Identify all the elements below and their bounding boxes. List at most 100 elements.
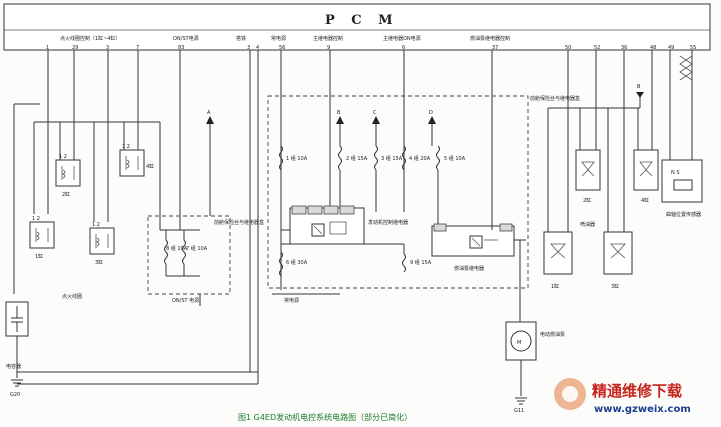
fuse-7-label: 7 组 10A [186, 245, 208, 252]
pin-label: 36 [621, 45, 627, 51]
ref-d-arrow-icon [428, 116, 436, 124]
watermark: 精通维修下载 www.gzweix.com [554, 378, 691, 415]
pin-label: 1 [46, 45, 49, 51]
coil-1-label: 1缸 [35, 253, 43, 260]
svg-text:1 2: 1 2 [32, 216, 40, 222]
front-fuse-box-label-left: 前舱保险丝与继电器盒 [214, 219, 264, 226]
ground-g11-label: G11 [514, 408, 524, 414]
fuse-box-right [267, 95, 529, 289]
pin-label: 3 [247, 45, 250, 51]
pin-label: 4 [256, 45, 259, 51]
coil-4-label: 4缸 [146, 163, 154, 170]
ignition-coil-3 [89, 227, 115, 255]
fuel-pump-section: M 电动燃油泵 G11 [505, 321, 565, 414]
hdr-main-relay-control: 主继电器控制 [313, 35, 343, 42]
pin-label: 3 [106, 45, 109, 51]
injector-3-label: 3缸 [611, 283, 619, 290]
ref-b-arrow-icon [336, 116, 344, 124]
fuse-1-label: 1 组 10A [286, 155, 308, 162]
ref-a-arrow-icon [206, 116, 214, 124]
fuel-pump-motor-icon [510, 330, 532, 352]
pin-label: 83 [178, 45, 184, 51]
ref-b2-arrow-icon [636, 92, 644, 98]
pin-label: 37 [492, 45, 498, 51]
coil-3-label: 3缸 [95, 259, 103, 266]
fuse-box-left [147, 215, 231, 295]
fuse-5-label: 5 组 10A [444, 155, 466, 162]
constant-power-label: 常电源 [284, 297, 299, 304]
fuse-1-icon [279, 145, 283, 171]
fuse-7-icon [182, 239, 186, 265]
fuse-3-label: 3 组 15A [381, 155, 403, 162]
hdr-constant-power: 常电源 [271, 35, 286, 42]
fuse-2-label: 2 组 15A [346, 155, 368, 162]
fuse-5-icon [436, 145, 440, 171]
pcm-box [3, 3, 711, 51]
svg-text:1 2: 1 2 [122, 144, 130, 150]
injector-2-label: 2缸 [583, 197, 591, 204]
pin-label: 9 [327, 45, 330, 51]
ref-b2-label: B [637, 84, 641, 90]
fuse-8-icon [164, 239, 168, 265]
ref-d-label: D [429, 110, 433, 116]
fuse-6-icon [279, 251, 283, 277]
pin-label: 7 [136, 45, 139, 51]
pin-label: 29 [72, 45, 78, 51]
pin-label: 49 [668, 45, 674, 51]
watermark-title: 精通维修下载 [592, 382, 682, 400]
fuse-9-icon [402, 253, 406, 273]
crank-sensor-ns: N S [671, 170, 680, 176]
on-st-power-label: ON/ST 电源 [172, 297, 199, 304]
pin-label: 56 [279, 45, 285, 51]
injector-group-label: 喷油器 [580, 221, 595, 228]
pin-label: 52 [594, 45, 600, 51]
hdr-main-relay-on: 主继电器ON电源 [383, 35, 421, 42]
ref-a-label: A [207, 110, 211, 116]
ignition-coil-group-label: 点火线圈 [62, 293, 82, 300]
fuse-8-label: 8 组 10A [166, 245, 188, 252]
fuse-2-icon [338, 145, 342, 171]
ignition-coil-2 [55, 159, 81, 187]
fuel-pump-relay-label: 燃油泵继电器 [454, 265, 484, 272]
pin-numbers: 1 29 3 7 83 3 4 56 9 6 37 50 52 36 48 49… [46, 45, 696, 51]
ground-g20-icon [11, 379, 23, 387]
figure-caption: 图1 G4ED发动机电控系统电路图（部分已简化） [238, 412, 412, 422]
svg-text:1 2: 1 2 [59, 154, 67, 160]
fuse-3-icon [374, 145, 378, 171]
pin-label: 48 [650, 45, 656, 51]
injector-1-label: 1缸 [551, 283, 559, 290]
hdr-on-st-power: ON/ST电源 [173, 35, 199, 42]
main-relay-box: 前舱保险丝与继电器盒 1 组 10A B 2 组 15A C 3 组 15A 4… [267, 50, 580, 322]
pin-label: 6 [402, 45, 405, 51]
injector-section: B 2缸 4缸 1缸 3缸 喷油器 [543, 50, 659, 290]
hdr-fuel-pump-relay: 燃油泵继电器控制 [470, 35, 510, 42]
injector-3 [603, 231, 633, 275]
pcm-title: P C M [325, 13, 399, 28]
ignition-coil-section: 1 2 2缸 1 2 4缸 1 2 1缸 1 2 3缸 点火线圈 电容器 G20 [5, 50, 258, 398]
coil-2-label: 2缸 [62, 191, 70, 198]
fuel-pump-label: 电动燃油泵 [540, 331, 565, 338]
injector-4-label: 4缸 [641, 197, 649, 204]
fuse-4-label: 4 组 20A [409, 155, 431, 162]
crank-sensor-label: 曲轴位置传感器 [666, 211, 701, 218]
on-st-relay-box: 8 组 10A 7 组 10A A 前舱保险丝与继电器盒 ON/ST 电源 [147, 50, 264, 306]
ref-c-arrow-icon [372, 116, 380, 124]
hdr-ground: 搭铁 [236, 35, 246, 42]
crank-sensor-section: N S 曲轴位置传感器 [661, 50, 703, 218]
ref-b-label: B [337, 110, 341, 116]
pin-label: 50 [565, 45, 571, 51]
front-fuse-box-label-right: 前舱保险丝与继电器盒 [530, 95, 580, 102]
ignition-coil-1 [29, 221, 55, 249]
fuse-6-label: 6 组 30A [286, 259, 308, 266]
ref-c-label: C [373, 110, 377, 116]
pin-label: 55 [690, 45, 696, 51]
hdr-ignition-control: 点火线圈控制（1缸~4缸） [60, 35, 121, 42]
shield-twist-icon [679, 55, 693, 81]
fuse-9-label: 9 组 15A [410, 259, 432, 266]
svg-text:M: M [517, 340, 521, 346]
injector-2 [575, 149, 601, 191]
engine-control-relay-label: 发动机控制继电器 [368, 219, 408, 226]
fuse-4-icon [402, 145, 406, 171]
